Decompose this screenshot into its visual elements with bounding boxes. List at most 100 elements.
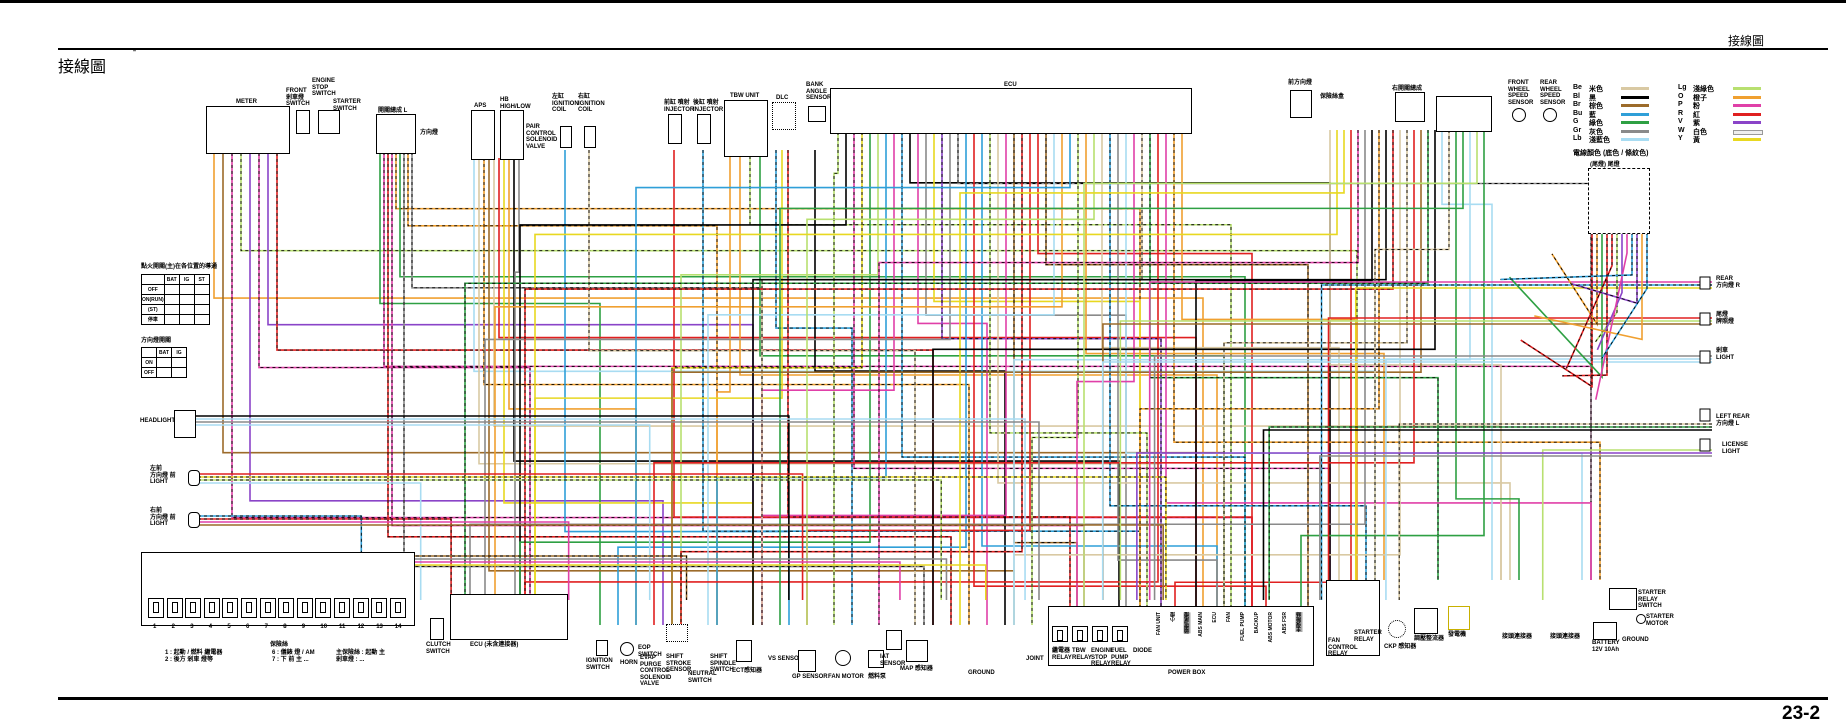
wire bbox=[1148, 281, 1712, 600]
power-box-fuse-label: FAN UNIT bbox=[1156, 612, 1162, 636]
wire-stripe bbox=[258, 153, 531, 594]
legend-color-name: 藍 bbox=[1589, 111, 1596, 119]
fuse-number: 3 bbox=[190, 624, 194, 630]
wire bbox=[1300, 130, 1485, 606]
right-connector-label: 右開關總成 bbox=[1392, 86, 1423, 92]
top-border bbox=[0, 0, 1846, 3]
starter-motor-label: STARTER MOTOR bbox=[1646, 614, 1674, 627]
alternator-label: 發電機 bbox=[1448, 632, 1467, 638]
fuse-number: 5 bbox=[227, 624, 231, 630]
legend-color-name: 綠色 bbox=[1589, 120, 1603, 127]
front-turn-r-label: 右前 方向燈 前 LIGHT bbox=[150, 508, 176, 527]
regulator-label: 調壓整流器 bbox=[1414, 636, 1445, 642]
ckp-sensor-label: CKP 感知器 bbox=[1384, 644, 1417, 650]
legend-color-name: 淺藍色 bbox=[1589, 137, 1610, 144]
power-box-fuse-label: 主保險絲 bbox=[1296, 612, 1303, 632]
wire bbox=[194, 418, 1026, 600]
legend-swatch bbox=[1621, 104, 1649, 107]
ignition-switch bbox=[596, 640, 608, 656]
wire-stripe bbox=[198, 479, 942, 600]
neutral-switch-label: NEUTRAL SWITCH bbox=[688, 671, 717, 684]
power-box-fuse-label: ECU bbox=[1212, 612, 1218, 623]
hazard-connector-label: 保險絲盒 bbox=[1320, 94, 1345, 100]
tbw-relay-label: TBW RELAY bbox=[1072, 648, 1092, 661]
header-rule bbox=[58, 48, 1828, 50]
wire-stripe bbox=[240, 153, 1358, 580]
wire bbox=[534, 130, 1338, 594]
wire-stripe bbox=[524, 130, 1394, 594]
shift-stroke-label: SHIFT STROKE SENSOR bbox=[666, 654, 692, 673]
legend-swatch bbox=[1733, 104, 1761, 107]
power-box-fuse-label: FAN bbox=[1226, 612, 1232, 622]
wire-stripe bbox=[1173, 132, 1601, 580]
legend-swatch bbox=[1621, 138, 1649, 141]
fuse-number: 10 bbox=[320, 624, 328, 630]
wire-stripe bbox=[1031, 132, 1079, 625]
front-brake-switch bbox=[296, 110, 310, 134]
ecu-label: ECU bbox=[1004, 82, 1017, 88]
legend-color-name: 米色 bbox=[1589, 86, 1603, 93]
battery bbox=[1593, 622, 1617, 640]
wire bbox=[484, 132, 951, 594]
wire bbox=[635, 132, 1071, 625]
power-box-fuse-label: FUEL PUMP bbox=[1240, 612, 1246, 641]
table-row-label: OFF bbox=[141, 284, 165, 295]
wire bbox=[941, 132, 1162, 606]
table-header bbox=[141, 274, 165, 285]
front-turn-l-label: 左前 方向燈 前 LIGHT bbox=[150, 466, 176, 485]
ecu-box bbox=[830, 88, 1192, 134]
legend-code: Bl bbox=[1573, 92, 1580, 100]
wire bbox=[1508, 232, 1603, 379]
wire-stripe bbox=[198, 476, 1167, 600]
footer-rule bbox=[58, 697, 1828, 700]
wire-stripe bbox=[752, 130, 1387, 625]
legend-code: Y bbox=[1678, 135, 1683, 142]
wire bbox=[222, 153, 1225, 606]
fuel-pump-label: 燃料泵 bbox=[868, 674, 887, 680]
legend-color-name: 灰色 bbox=[1589, 128, 1603, 136]
fuse-note-1: 1 : 起動 / 燃料 繼電器 bbox=[165, 650, 223, 656]
wire-stripe bbox=[231, 153, 1253, 606]
wire bbox=[1562, 232, 1608, 377]
fuse-number: 8 bbox=[283, 624, 287, 630]
wire bbox=[198, 473, 804, 600]
wire-stripe bbox=[901, 132, 1246, 606]
fuse-connector bbox=[371, 598, 388, 618]
wire bbox=[653, 130, 1415, 625]
joint-connector-1-label: 接頭連接器 bbox=[1502, 634, 1533, 640]
regulator bbox=[1414, 608, 1438, 634]
legend-code: Lg bbox=[1678, 84, 1687, 91]
headlight-label: HEADLIGHT bbox=[140, 418, 175, 424]
wire bbox=[194, 421, 1040, 600]
map-sensor-label: MAP 感知器 bbox=[900, 666, 933, 672]
wire bbox=[814, 150, 1006, 625]
rear-wheel-speed-label: REAR WHEEL SPEED SENSOR bbox=[1540, 80, 1566, 106]
relay-socket bbox=[1072, 626, 1088, 642]
wire-stripe bbox=[878, 130, 1359, 625]
fuse-connector bbox=[222, 598, 239, 618]
wire-stripe bbox=[407, 152, 718, 625]
left-rear-turn-label: LEFT REAR 方向燈 L bbox=[1716, 414, 1750, 427]
fuse-connector bbox=[315, 598, 332, 618]
fuse-connector bbox=[185, 598, 202, 618]
legend-color-name: 黑 bbox=[1589, 94, 1596, 102]
legend-swatch bbox=[1733, 121, 1761, 124]
wire-stripe bbox=[395, 152, 1141, 606]
wire bbox=[198, 521, 570, 600]
power-box-fuse-label: ABS FSR bbox=[1282, 612, 1288, 634]
starter-relay-switch bbox=[1609, 588, 1637, 610]
legend-code: W bbox=[1678, 126, 1685, 134]
wire-stripe bbox=[198, 518, 452, 600]
wire-stripe bbox=[198, 515, 362, 600]
wire-stripe bbox=[1565, 232, 1613, 369]
engine-stop-switch-label: ENGINE STOP SWITCH bbox=[312, 78, 336, 97]
legend-color-name: 棕色 bbox=[1589, 103, 1603, 110]
meter-box bbox=[206, 106, 290, 154]
wire bbox=[1101, 361, 1712, 600]
legend-code: G bbox=[1573, 118, 1579, 125]
legend-color-name: 粉 bbox=[1693, 103, 1700, 110]
wire bbox=[1520, 232, 1593, 388]
